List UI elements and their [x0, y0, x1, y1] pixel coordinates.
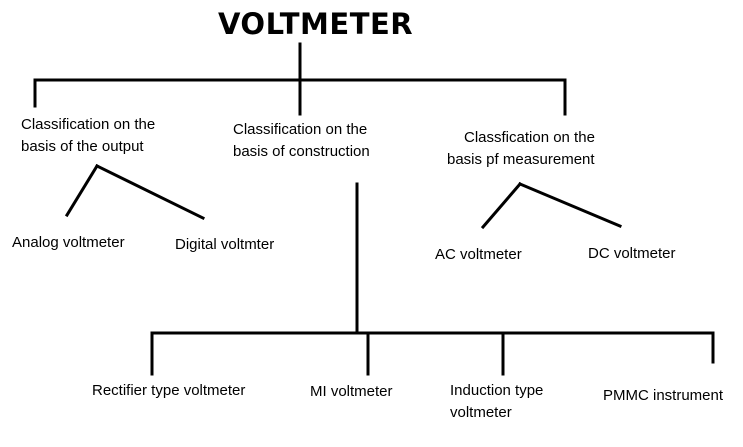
construction-classification-line1: Classification on the	[233, 121, 368, 138]
ac-branch-line	[480, 181, 523, 230]
output-classification-line1: Classification on the	[21, 116, 156, 133]
pmmc-instrument-label: PMMC instrument	[603, 387, 724, 404]
induction-voltmeter-line2: voltmeter	[450, 404, 512, 421]
output-classification-line2: basis of the output	[21, 138, 144, 155]
digital-voltmeter-label: Digital voltmter	[175, 236, 275, 253]
digital-branch-line	[94, 163, 206, 221]
analog-voltmeter-label: Analog voltmeter	[12, 234, 125, 251]
mi-voltmeter-label: MI voltmeter	[310, 383, 393, 400]
construction-classification-line2: basis of construction	[233, 143, 370, 160]
analog-branch-line	[64, 163, 100, 218]
output-classification-label: Classification on the basis of the outpu…	[21, 114, 155, 158]
ac-voltmeter-label: AC voltmeter	[435, 246, 522, 263]
dc-branch-line	[518, 182, 622, 228]
measurement-classification-line2: basis pf measurement	[447, 151, 595, 168]
construction-classification-label: Classification on the basis of construct…	[233, 119, 370, 163]
rectifier-voltmeter-label: Rectifier type voltmeter	[92, 382, 246, 399]
measurement-classification-line1: Classfication on the	[464, 129, 595, 146]
induction-voltmeter-line1: Induction type	[450, 382, 544, 399]
induction-voltmeter-label: Induction type voltmeter	[450, 380, 543, 424]
diagram-title: VOLTMETER	[218, 7, 414, 41]
measurement-classification-label: Classfication on the basis pf measuremen…	[447, 127, 595, 171]
dc-voltmeter-label: DC voltmeter	[588, 245, 676, 262]
